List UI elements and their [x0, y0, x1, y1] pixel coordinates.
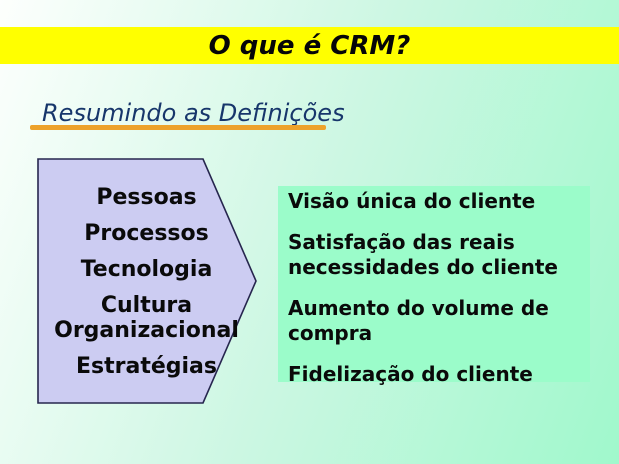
arrow-item-pessoas: Pessoas	[96, 185, 197, 210]
benefit-item-visao-unica: Visão única do cliente	[288, 189, 536, 213]
benefit-item-satisfacao: Satisfação das reais necessidades do cli…	[288, 230, 558, 279]
arrow-item-cultura-organizacional: Cultura Organizacional	[54, 293, 239, 343]
arrow-item-list: Pessoas Processos Tecnologia Cultura Org…	[37, 158, 256, 403]
arrow-item-estrategias: Estratégias	[75, 354, 217, 379]
arrow-item-processos: Processos	[84, 221, 209, 246]
title-band: O que é CRM?	[0, 27, 619, 64]
subtitle-underline	[30, 125, 326, 130]
benefit-item-fidelizacao: Fidelização do cliente	[288, 362, 533, 386]
arrow-right-shape	[37, 158, 257, 404]
arrow-item-tecnologia: Tecnologia	[80, 257, 213, 282]
slide-subtitle: Resumindo as Definições	[42, 99, 345, 127]
crm-pillars-arrow: Pessoas Processos Tecnologia Cultura Org…	[37, 158, 257, 404]
benefits-box: Visão única do cliente Satisfação das re…	[278, 186, 590, 386]
slide-title: O que é CRM?	[208, 30, 411, 61]
benefit-item-aumento-volume: Aumento do volume de compra	[288, 296, 549, 345]
